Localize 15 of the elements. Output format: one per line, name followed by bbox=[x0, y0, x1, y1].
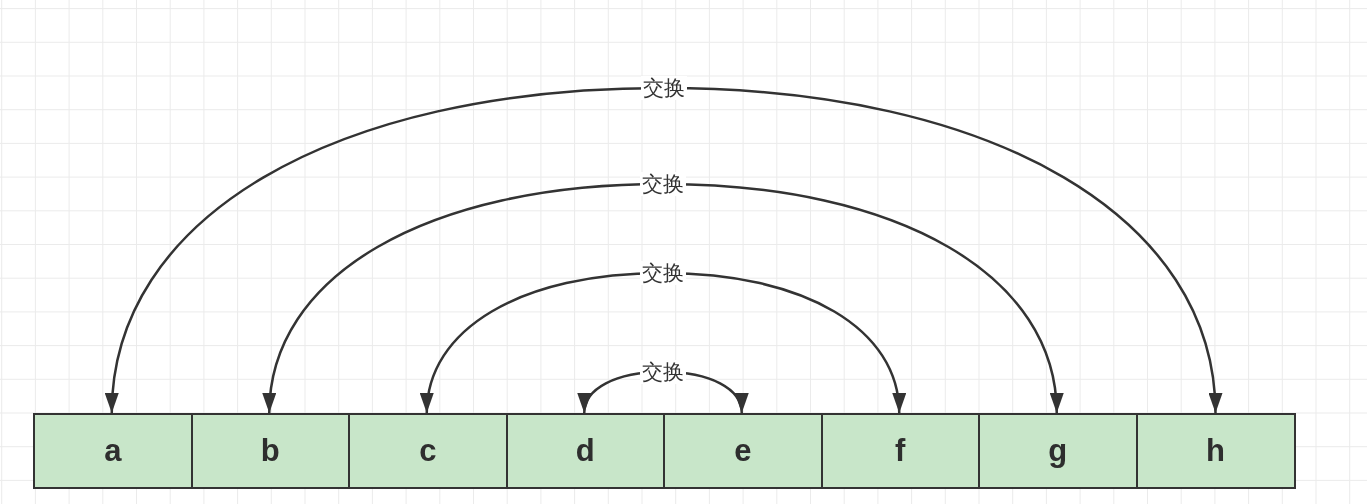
edge-label: 交换 bbox=[640, 360, 686, 384]
edge-label: 交换 bbox=[640, 76, 687, 100]
curved-arrow bbox=[421, 271, 905, 414]
edge-label: 交换 bbox=[640, 261, 686, 285]
curved-arrow bbox=[106, 86, 1221, 414]
array-cell: e bbox=[663, 413, 821, 489]
array-cell: g bbox=[978, 413, 1136, 489]
array-cell: b bbox=[190, 413, 348, 489]
edge-label: 交换 bbox=[640, 172, 686, 196]
array-cell: c bbox=[348, 413, 506, 489]
array-cell: d bbox=[505, 413, 663, 489]
curved-arrow bbox=[264, 182, 1062, 414]
array-cell: h bbox=[1135, 413, 1296, 489]
array-cell: a bbox=[33, 413, 191, 489]
array-cell: f bbox=[820, 413, 978, 489]
